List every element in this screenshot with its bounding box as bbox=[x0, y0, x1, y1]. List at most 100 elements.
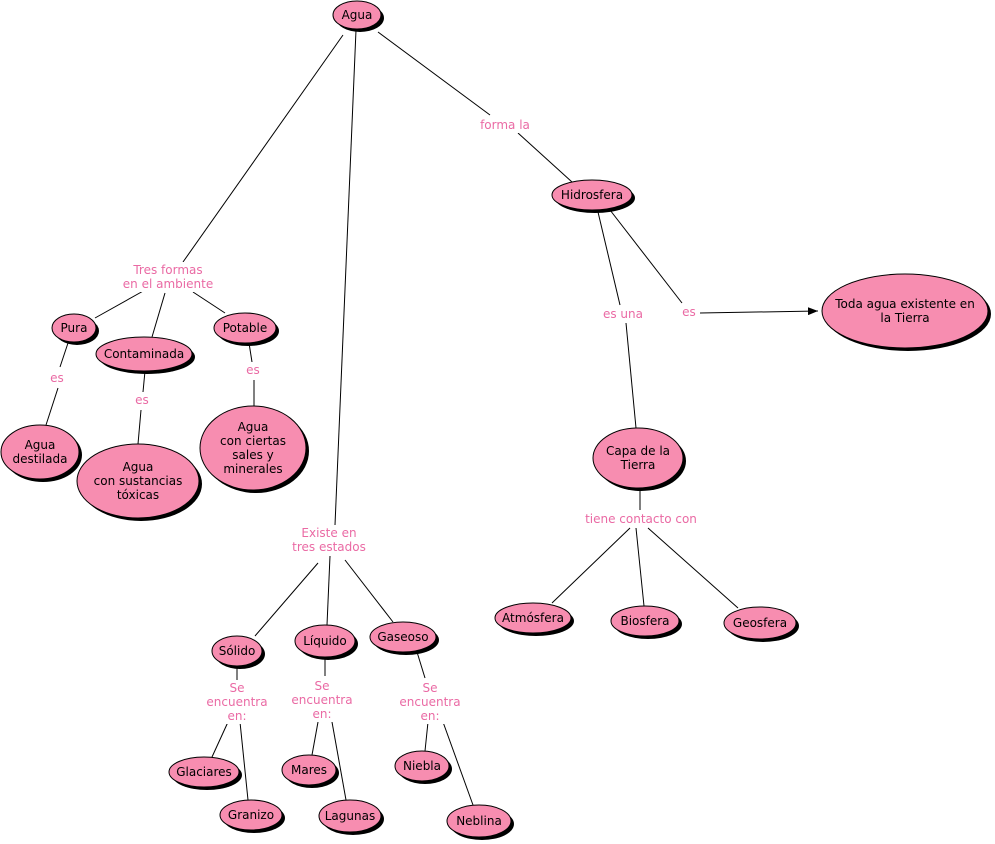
concept-lagunas[interactable]: Lagunas bbox=[318, 799, 384, 835]
text-line: forma la bbox=[480, 118, 530, 132]
connector-line bbox=[625, 322, 637, 429]
label-background bbox=[395, 680, 465, 724]
text-line: en: bbox=[420, 709, 439, 723]
label-background bbox=[679, 304, 699, 320]
svg-text:es una: es una bbox=[603, 307, 643, 321]
concept-gaseoso[interactable]: Gaseoso bbox=[369, 621, 439, 655]
text-line: Biosfera bbox=[620, 614, 669, 628]
svg-text:Lagunas: Lagunas bbox=[325, 809, 375, 823]
linking-phrase-es-hidrosfera[interactable]: es bbox=[679, 304, 699, 320]
text-line: Tierra bbox=[620, 458, 656, 472]
text-line: Agua bbox=[25, 438, 56, 452]
svg-text:Agua: Agua bbox=[342, 8, 373, 22]
text-line: minerales bbox=[223, 462, 282, 476]
connector-line bbox=[517, 132, 573, 183]
linking-phrase-tiene-contacto[interactable]: tiene contacto con bbox=[575, 511, 707, 527]
concept-potable[interactable]: Potable bbox=[213, 312, 279, 346]
node-ellipse bbox=[332, 0, 382, 30]
connector-line bbox=[239, 721, 249, 801]
concept-mares[interactable]: Mares bbox=[281, 754, 339, 788]
connector-line bbox=[211, 721, 229, 758]
label-background bbox=[202, 680, 272, 724]
text-line: Granizo bbox=[228, 808, 274, 822]
text-line: Se bbox=[423, 681, 438, 695]
text-line: Se bbox=[315, 679, 330, 693]
connector-line bbox=[334, 29, 357, 526]
text-line: con ciertas bbox=[220, 434, 286, 448]
linking-phrase-es-pura[interactable]: es bbox=[47, 370, 67, 386]
concept-atmosfera[interactable]: Atmósfera bbox=[494, 602, 574, 636]
node-ellipse bbox=[211, 635, 263, 667]
label-background bbox=[243, 362, 263, 378]
node-ellipse bbox=[369, 621, 437, 653]
text-line: Pura bbox=[61, 321, 88, 335]
text-line: Mares bbox=[291, 763, 327, 777]
concept-solido[interactable]: Sólido bbox=[211, 635, 265, 669]
linking-phrase-es-potable[interactable]: es bbox=[243, 362, 263, 378]
concept-granizo[interactable]: Granizo bbox=[219, 799, 285, 833]
text-line: es bbox=[50, 371, 64, 385]
svg-text:Gaseoso: Gaseoso bbox=[377, 630, 428, 644]
text-line: es bbox=[135, 393, 149, 407]
svg-text:Pura: Pura bbox=[61, 321, 88, 335]
connector-line bbox=[344, 559, 394, 623]
connector-line bbox=[326, 555, 331, 626]
svg-text:tiene contacto con: tiene contacto con bbox=[585, 512, 697, 526]
concept-niebla[interactable]: Niebla bbox=[394, 750, 452, 784]
connector-line bbox=[424, 721, 429, 752]
concept-geosfera[interactable]: Geosfera bbox=[723, 606, 799, 642]
text-line: Atmósfera bbox=[502, 611, 564, 625]
concept-neblina[interactable]: Neblina bbox=[446, 804, 514, 840]
edges bbox=[45, 29, 819, 806]
concept-agua[interactable]: Agua bbox=[332, 0, 384, 32]
linking-phrase-forma-la[interactable]: forma la bbox=[474, 117, 536, 133]
concept-liquido[interactable]: Líquido bbox=[294, 624, 358, 660]
concept-contaminada[interactable]: Contaminada bbox=[95, 336, 195, 374]
connector-line bbox=[597, 211, 621, 306]
linking-phrase-es-contaminada[interactable]: es bbox=[132, 392, 152, 408]
linking-phrase-es-una[interactable]: es una bbox=[599, 306, 647, 322]
concept-pura[interactable]: Pura bbox=[51, 313, 99, 345]
svg-text:es: es bbox=[682, 305, 696, 319]
text-line: es una bbox=[603, 307, 643, 321]
svg-text:Glaciares: Glaciares bbox=[176, 765, 232, 779]
concept-hidrosfera[interactable]: Hidrosfera bbox=[551, 179, 635, 213]
label-background bbox=[116, 262, 220, 292]
svg-text:Contaminada: Contaminada bbox=[104, 347, 184, 361]
text-line: Se bbox=[230, 681, 245, 695]
text-line: Geosfera bbox=[733, 616, 787, 630]
connector-line bbox=[647, 527, 739, 609]
arrow-connector bbox=[699, 307, 819, 316]
connector-line bbox=[142, 370, 146, 393]
label-background bbox=[284, 525, 374, 555]
concept-glaciares[interactable]: Glaciares bbox=[168, 756, 242, 790]
text-line: en el ambiente bbox=[123, 277, 213, 291]
node-ellipse bbox=[199, 405, 307, 491]
text-line: es bbox=[682, 305, 696, 319]
text-line: Neblina bbox=[456, 814, 502, 828]
svg-text:Geosfera: Geosfera bbox=[733, 616, 787, 630]
svg-text:es: es bbox=[246, 363, 260, 377]
text-line: Glaciares bbox=[176, 765, 232, 779]
svg-text:Neblina: Neblina bbox=[456, 814, 502, 828]
text-line: Toda agua existente en bbox=[834, 297, 975, 311]
connector-line bbox=[59, 342, 69, 368]
connector-line bbox=[137, 409, 142, 445]
concept-biosfera[interactable]: Biosfera bbox=[610, 605, 682, 639]
